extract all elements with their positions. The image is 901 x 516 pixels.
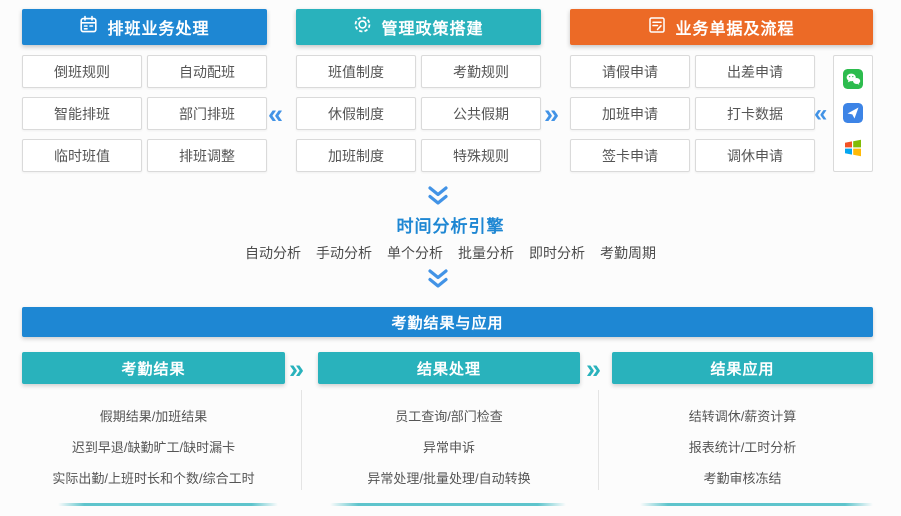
list-item: 报表统计/工时分析 <box>688 440 797 455</box>
engine-title: 时间分析引擎 <box>396 217 505 236</box>
column-divider <box>598 390 599 490</box>
double-chevron-down-icon <box>426 269 450 295</box>
chevron-left-icon: « <box>268 99 284 129</box>
chevron-right-icon: » <box>586 354 602 384</box>
item-box[interactable]: 请假申请 <box>570 55 690 88</box>
result-bar-processing[interactable]: 结果处理 <box>318 352 580 384</box>
result-list-processing: 员工查询/部门检查 异常申诉 异常处理/批量处理/自动转换 <box>318 406 580 487</box>
item-box[interactable]: 临时班值 <box>22 139 142 172</box>
result-list-application: 结转调休/薪资计算 报表统计/工时分析 考勤审核冻结 <box>612 406 873 487</box>
item-box[interactable]: 倒班规则 <box>22 55 142 88</box>
cropped-bar-edge <box>58 503 278 506</box>
result-list-attendance: 假期结果/加班结果 迟到早退/缺勤旷工/缺时漏卡 实际出勤/上班时长和个数/综合… <box>22 406 285 487</box>
chevron-right-icon: » <box>544 99 560 129</box>
panel-header-scheduling: 排班业务处理 <box>22 9 267 45</box>
item-box[interactable]: 加班申请 <box>570 97 690 130</box>
cropped-bar-edge <box>640 503 873 506</box>
panel-title: 业务单据及流程 <box>675 21 795 38</box>
engine-mode: 批量分析 <box>458 245 514 261</box>
engine-mode: 即时分析 <box>529 245 585 261</box>
list-item: 迟到早退/缺勤旷工/缺时漏卡 <box>71 440 236 455</box>
chevron-left-icon: « <box>814 100 828 127</box>
item-box[interactable]: 智能排班 <box>22 97 142 130</box>
windows-icon <box>843 138 863 158</box>
item-box[interactable]: 班值制度 <box>296 55 416 88</box>
engine-mode: 单个分析 <box>387 245 443 261</box>
column-divider <box>301 390 302 490</box>
panel-grid-policy: 班值制度 考勤规则 休假制度 公共假期 加班制度 特殊规则 <box>296 55 541 172</box>
item-box[interactable]: 加班制度 <box>296 139 416 172</box>
item-box[interactable]: 打卡数据 <box>695 97 815 130</box>
item-box[interactable]: 排班调整 <box>147 139 267 172</box>
source-apps-panel <box>833 55 873 172</box>
gear-icon <box>353 15 372 39</box>
calendar-icon <box>79 15 98 39</box>
result-bar-application[interactable]: 结果应用 <box>612 352 873 384</box>
result-bar-attendance[interactable]: 考勤结果 <box>22 352 285 384</box>
results-banner: 考勤结果与应用 <box>22 307 873 337</box>
panel-grid-documents: 请假申请 出差申请 加班申请 打卡数据 签卡申请 调休申请 <box>570 55 815 172</box>
panel-grid-scheduling: 倒班规则 自动配班 智能排班 部门排班 临时班值 排班调整 <box>22 55 267 172</box>
item-box[interactable]: 部门排班 <box>147 97 267 130</box>
item-box[interactable]: 特殊规则 <box>421 139 541 172</box>
engine-mode: 手动分析 <box>316 245 372 261</box>
list-item: 考勤审核冻结 <box>703 471 782 486</box>
item-box[interactable]: 签卡申请 <box>570 139 690 172</box>
panel-header-documents: 业务单据及流程 <box>570 9 873 45</box>
item-box[interactable]: 自动配班 <box>147 55 267 88</box>
engine-modes: 自动分析 手动分析 单个分析 批量分析 即时分析 考勤周期 <box>0 243 901 263</box>
cropped-bar-edge <box>330 503 566 506</box>
item-box[interactable]: 公共假期 <box>421 97 541 130</box>
panel-title: 排班业务处理 <box>107 21 210 38</box>
chevron-right-icon: » <box>289 354 305 384</box>
list-item: 员工查询/部门检查 <box>395 409 503 424</box>
panel-header-policy: 管理政策搭建 <box>296 9 541 45</box>
double-chevron-down-icon <box>426 186 450 212</box>
list-item: 结转调休/薪资计算 <box>688 409 797 424</box>
panel-title: 管理政策搭建 <box>381 21 484 38</box>
engine-mode: 考勤周期 <box>600 245 656 261</box>
engine-mode: 自动分析 <box>245 245 301 261</box>
list-item: 异常处理/批量处理/自动转换 <box>367 471 531 486</box>
list-item: 假期结果/加班结果 <box>99 409 208 424</box>
list-item: 异常申诉 <box>422 440 475 455</box>
wechat-icon <box>843 69 863 90</box>
item-box[interactable]: 休假制度 <box>296 97 416 130</box>
paper-plane-app-icon <box>843 103 863 124</box>
form-icon <box>648 16 666 39</box>
list-item: 实际出勤/上班时长和个数/综合工时 <box>52 471 255 486</box>
item-box[interactable]: 考勤规则 <box>421 55 541 88</box>
item-box[interactable]: 调休申请 <box>695 139 815 172</box>
item-box[interactable]: 出差申请 <box>695 55 815 88</box>
